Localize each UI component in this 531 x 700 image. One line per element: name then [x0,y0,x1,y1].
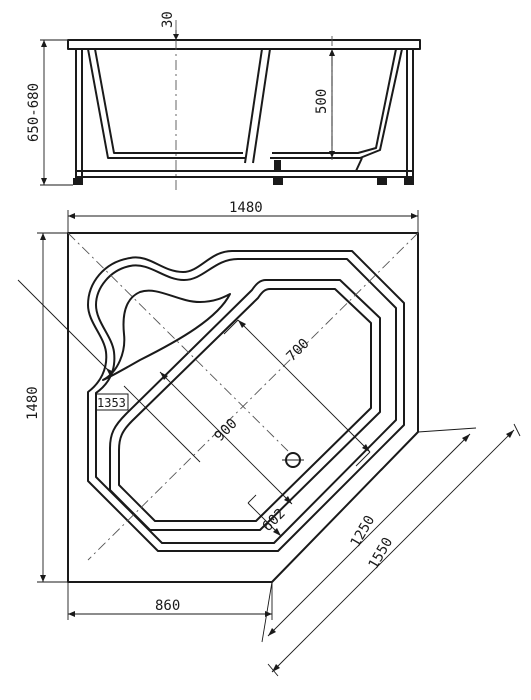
dimension-30: 30 [160,11,176,28]
side-elevation-view: 30 500 650-680 [26,11,421,190]
bowl-outer [109,279,381,531]
radius-label-box [95,393,129,411]
tub-bowl-outer [87,48,245,159]
rim-contour-mid [95,258,397,544]
dimension-1550: 1550 [366,535,397,572]
dimension-650-680: 650-680 [26,83,42,142]
dimension-860: 860 [155,598,180,614]
tub-rim [67,39,421,50]
foot-left [73,178,83,185]
dimension-700: 700 [284,336,313,365]
dimension-602: 602 [260,506,289,535]
foot-right [404,178,414,185]
tub-bowl-right [270,48,403,159]
rim-contour-outer [87,250,405,552]
foot-center [273,177,283,185]
plan-view: 700 900 602 1353 1480 1480 [17,200,521,677]
dimension-500: 500 [314,89,330,114]
bowl-inner [118,288,372,522]
seat-contour [102,289,231,381]
dimension-1250: 1250 [348,513,379,550]
dimension-1480-left: 1480 [25,386,41,420]
dimension-1353: 1353 [97,396,126,410]
seat-edge [244,48,263,164]
tub-outline [67,232,419,583]
axis-diagonal [67,232,289,452]
drain-pipe [274,160,281,171]
dimension-1480-top: 1480 [229,200,263,216]
dimension-900: 900 [212,416,241,445]
